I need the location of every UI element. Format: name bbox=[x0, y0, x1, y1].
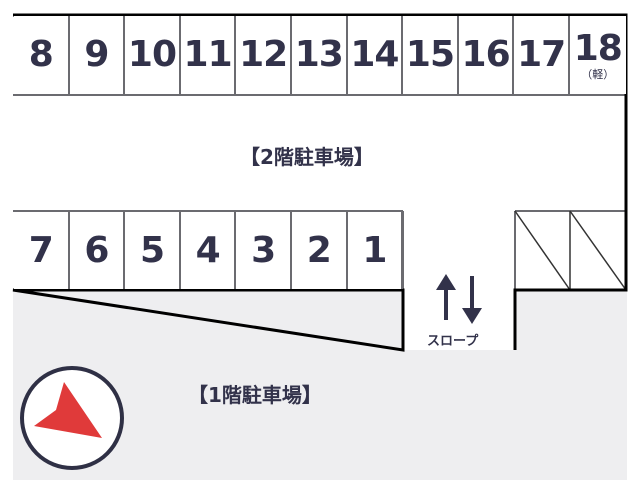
stall-number: 7 bbox=[28, 229, 54, 271]
parking-stall-7: 7 bbox=[14, 212, 70, 289]
stall-number: 14 bbox=[350, 34, 399, 75]
floor1-area bbox=[13, 290, 627, 480]
stall-number: 4 bbox=[195, 229, 221, 271]
parking-stall-1: 1 bbox=[347, 212, 404, 289]
parking-stall-17: 17 bbox=[514, 16, 570, 94]
compass-arrow-icon bbox=[20, 366, 124, 470]
stall-note: （軽） bbox=[581, 67, 615, 81]
parking-stall-2: 2 bbox=[292, 212, 348, 289]
parking-stall-10: 10 bbox=[125, 16, 181, 94]
floor1-title: 【1階駐車場】 bbox=[188, 383, 322, 407]
parking-stall-18: 18（軽） bbox=[570, 16, 626, 94]
slope-label: スロープ bbox=[427, 334, 479, 349]
parking-stall-16: 16 bbox=[458, 16, 515, 94]
parking-stall-6: 6 bbox=[69, 212, 126, 289]
stall-number: 12 bbox=[239, 34, 288, 75]
stall-number: 5 bbox=[139, 229, 165, 271]
stall-number: 11 bbox=[183, 34, 233, 75]
stall-number: 8 bbox=[28, 34, 54, 75]
parking-stall-11: 11 bbox=[180, 16, 237, 94]
parking-stall-12: 12 bbox=[236, 16, 292, 94]
up-down-arrows-icon bbox=[436, 274, 482, 324]
parking-stall-8: 8 bbox=[14, 16, 70, 94]
stall-number: 2 bbox=[306, 229, 332, 271]
stall-number: 3 bbox=[251, 229, 276, 271]
stall-number: 16 bbox=[461, 34, 511, 75]
parking-stall-15: 15 bbox=[403, 16, 459, 94]
stall-number: 9 bbox=[84, 34, 109, 75]
stall-number: 6 bbox=[84, 229, 109, 271]
floor2-title: 【2階駐車場】 bbox=[240, 145, 374, 169]
parking-stall-5: 5 bbox=[125, 212, 181, 289]
parking-stall-14: 14 bbox=[347, 16, 404, 94]
stall-number: 13 bbox=[294, 34, 344, 75]
parking-stall-9: 9 bbox=[69, 16, 126, 94]
parking-stall-3: 3 bbox=[236, 212, 292, 289]
stall-number: 17 bbox=[517, 34, 566, 75]
parking-stall-13: 13 bbox=[292, 16, 348, 94]
stall-number: 10 bbox=[127, 34, 177, 75]
parking-stall-4: 4 bbox=[180, 212, 237, 289]
stall-number: 18 bbox=[573, 27, 623, 69]
stall-number: 1 bbox=[362, 229, 387, 271]
stall-number: 15 bbox=[405, 34, 455, 75]
